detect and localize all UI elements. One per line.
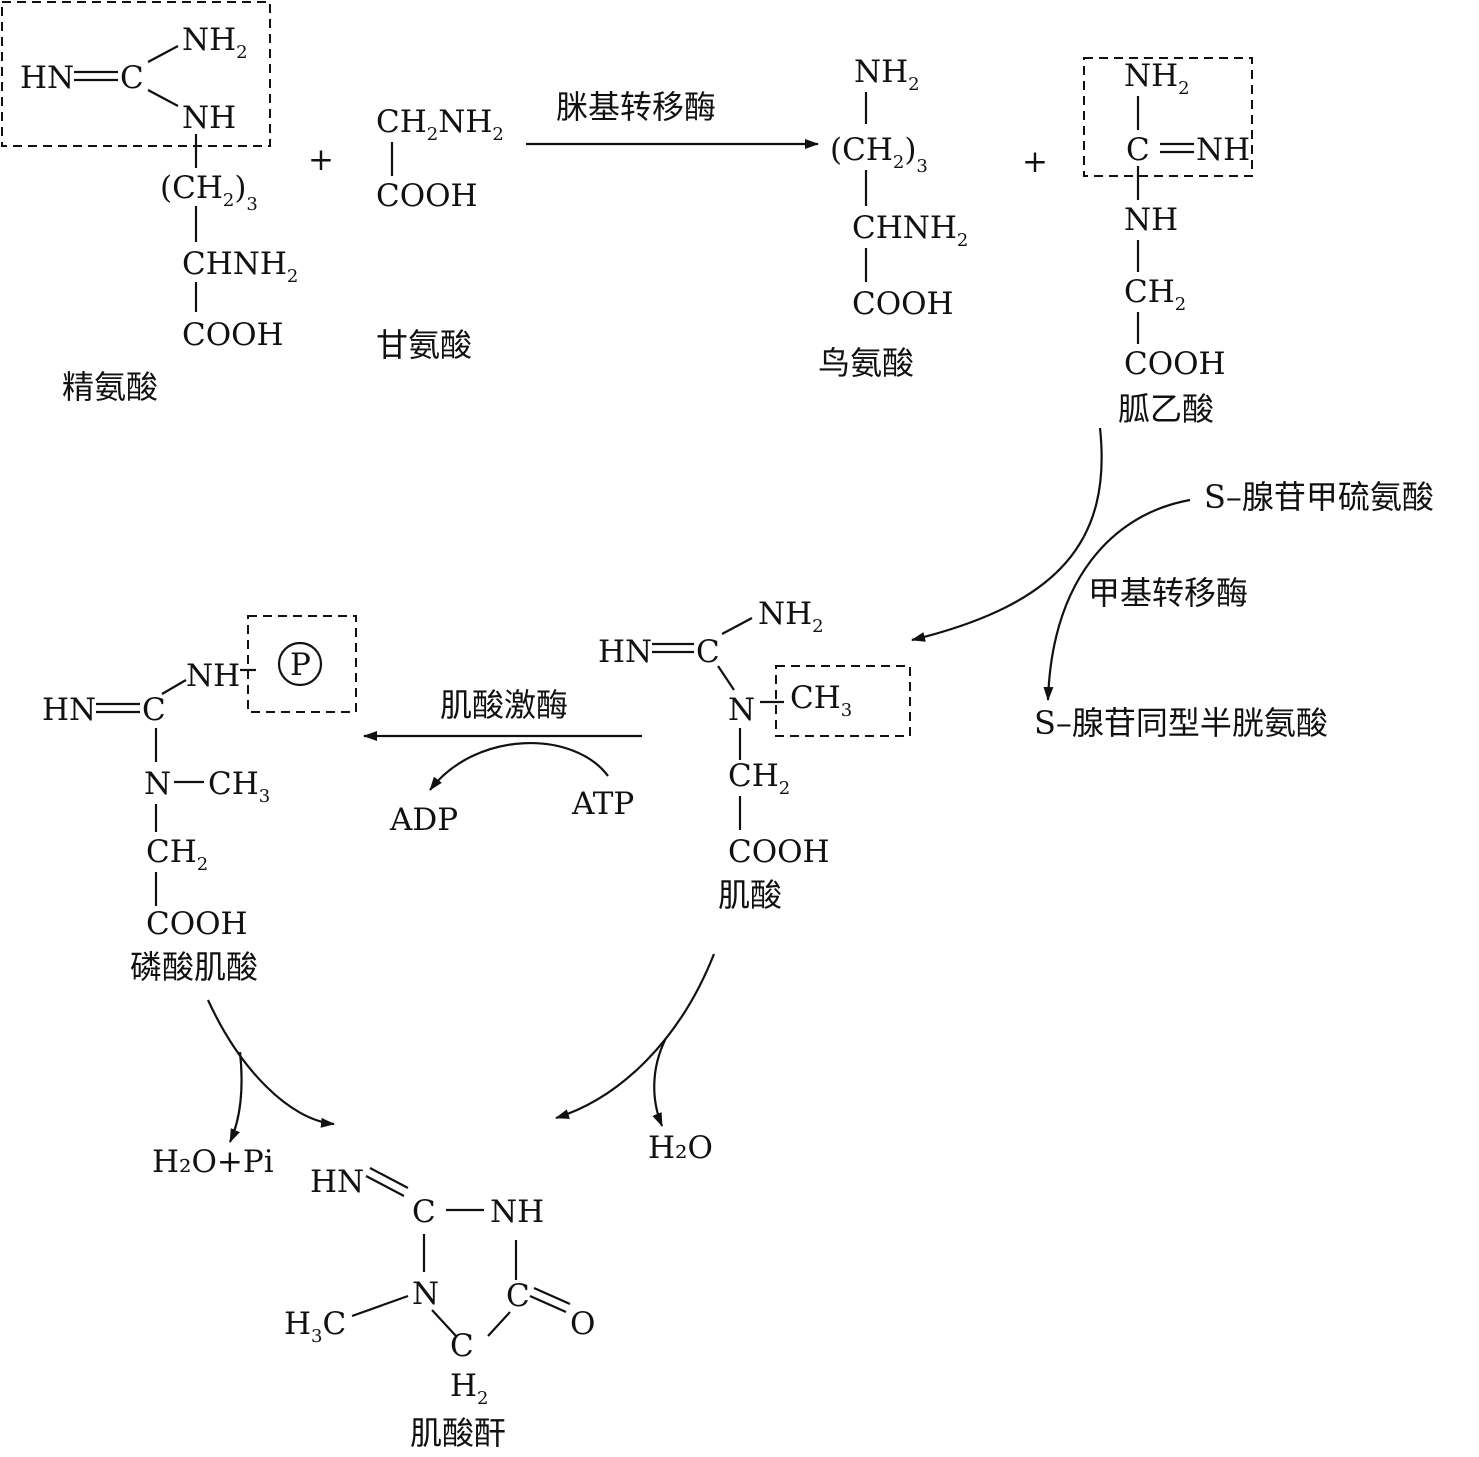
- crn-c4: C: [506, 1278, 530, 1314]
- pcr-to-creatinine-arrow: [206, 999, 335, 1128]
- creatine-n: N: [728, 692, 755, 728]
- crn-o: O: [570, 1306, 595, 1342]
- pcr-ch2: CH2: [146, 834, 208, 875]
- arginine-cooh: COOH: [182, 317, 284, 353]
- gaa-cooh: COOH: [1124, 346, 1226, 382]
- gaa-c: C: [1126, 132, 1150, 168]
- arginine-nh2: NH2: [182, 22, 248, 63]
- gaa-nh-imine: NH: [1196, 132, 1250, 168]
- h2o-pi-release-arrow: [228, 1051, 243, 1143]
- gaa-to-creatine-arrow: [911, 427, 1103, 642]
- pcr-hn: HN: [42, 692, 96, 728]
- glycine-label: 甘氨酸: [376, 326, 472, 364]
- gaa-ch2: CH2: [1124, 274, 1186, 315]
- creatine-nh2: NH2: [758, 596, 824, 637]
- arginine-nh: NH: [182, 100, 236, 136]
- ornithine-ch2-3: (CH2)3: [830, 132, 928, 177]
- guanidinoacetate-amidino-box: [1083, 57, 1253, 177]
- creatine-methyl-box: [775, 665, 911, 737]
- plus-sign-2: +: [1022, 144, 1048, 180]
- creatine-structure: HN C NH2 N CH3 CH2 COOH 肌酸: [598, 596, 911, 914]
- amidinotransferase-label: 脒基转移酶: [556, 88, 716, 126]
- creatine-kinase-label: 肌酸激酶: [440, 686, 568, 724]
- glycine-structure: CH2NH2 COOH 甘氨酸: [376, 104, 504, 364]
- adp-label: ADP: [389, 802, 458, 838]
- creatine-cooh: COOH: [728, 834, 830, 870]
- pcr-n: N: [144, 766, 171, 802]
- ornithine-nh2: NH2: [854, 54, 920, 95]
- crn-h2: H2: [450, 1368, 489, 1409]
- pcr-nh: NH: [186, 658, 240, 694]
- arginine-guanidino-box: [1, 1, 271, 147]
- glycine-ch2nh2: CH2NH2: [376, 104, 504, 145]
- pcr-ch3: CH3: [208, 766, 270, 807]
- creatine-c: C: [696, 634, 720, 670]
- ornithine-cooh: COOH: [852, 286, 954, 322]
- sam-to-sah-arrow: [1043, 498, 1191, 701]
- crn-hn: HN: [310, 1164, 364, 1200]
- arginine-label: 精氨酸: [62, 368, 158, 406]
- arginine-chnh2: CHNH2: [182, 246, 298, 287]
- atp-label: ATP: [571, 786, 634, 822]
- creatinine-structure: HN C NH N H3C C O C H2 肌酸酐: [284, 1164, 595, 1452]
- sam-label: S–腺苷甲硫氨酸: [1204, 478, 1434, 516]
- creatine-hn: HN: [598, 634, 652, 670]
- pcr-cooh: COOH: [146, 906, 248, 942]
- arginine-structure: HN C NH2 NH (CH2)3 CHNH2 COOH 精氨酸: [1, 1, 298, 406]
- arginine-c: C: [120, 60, 144, 96]
- sah-label: S–腺苷同型半胱氨酸: [1034, 704, 1328, 742]
- guanidinoacetate-label: 胍乙酸: [1118, 390, 1214, 428]
- crn-nh: NH: [490, 1194, 544, 1230]
- phosphate-p: P: [290, 647, 311, 683]
- phosphocreatine-structure: HN C NH P N CH3 CH2 COOH 磷酸肌酸: [42, 615, 357, 986]
- h2o-pi-label: H₂O+Pi: [152, 1144, 274, 1180]
- creatine-to-creatinine-arrow: [555, 953, 716, 1120]
- phosphate-box: [247, 615, 357, 713]
- ornithine-label: 鸟氨酸: [818, 344, 914, 382]
- creatine-ch3: CH3: [790, 680, 852, 721]
- h2o-label: H₂O: [648, 1130, 713, 1166]
- crn-c5: C: [450, 1328, 474, 1364]
- arginine-hn: HN: [20, 60, 74, 96]
- methyltransferase-label: 甲基转移酶: [1088, 574, 1248, 612]
- phosphate-circle-icon: [277, 641, 323, 687]
- atp-to-adp-arrow: [429, 742, 609, 791]
- crn-c2: C: [412, 1194, 436, 1230]
- ornithine-chnh2: CHNH2: [852, 210, 968, 251]
- glycine-cooh: COOH: [376, 178, 478, 214]
- crn-h3c: H3C: [284, 1306, 346, 1347]
- plus-sign-1: +: [308, 142, 334, 178]
- gaa-nh: NH: [1124, 202, 1178, 238]
- creatinine-label: 肌酸酐: [410, 1414, 506, 1452]
- creatine-ch2: CH2: [728, 758, 790, 799]
- phosphocreatine-label: 磷酸肌酸: [130, 948, 258, 986]
- creatine-label: 肌酸: [718, 876, 782, 914]
- arginine-ch2-3: (CH2)3: [160, 170, 258, 215]
- h2o-release-arrow: [652, 1037, 667, 1127]
- guanidinoacetate-structure: NH2 C NH NH CH2 COOH 胍乙酸: [1083, 57, 1253, 428]
- ornithine-structure: NH2 (CH2)3 CHNH2 COOH 鸟氨酸: [818, 54, 968, 382]
- pcr-c: C: [142, 692, 166, 728]
- crn-n: N: [412, 1276, 439, 1312]
- gaa-nh2: NH2: [1124, 58, 1190, 99]
